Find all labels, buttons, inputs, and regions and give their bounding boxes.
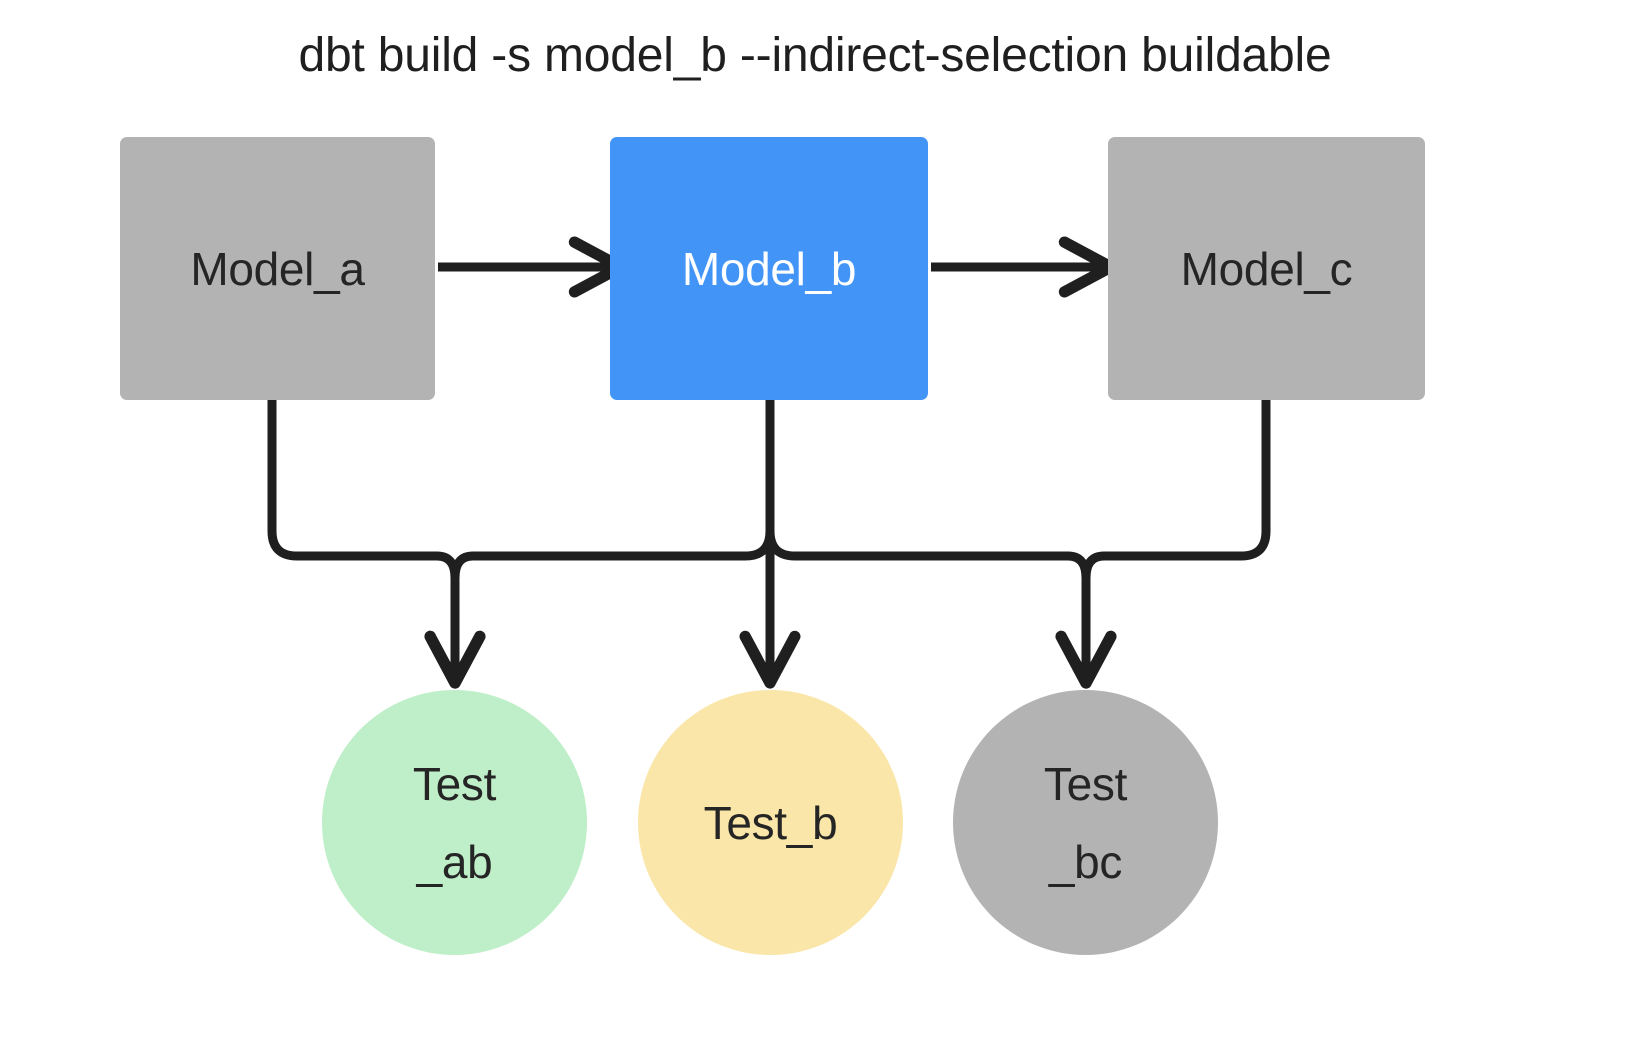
node-test-bc-label: Test _bc — [1043, 757, 1128, 888]
node-model-c[interactable]: Model_c — [1108, 137, 1425, 400]
node-test-b-label: Test_b — [703, 796, 838, 849]
node-model-a-label: Model_a — [190, 242, 365, 295]
diagram-title: dbt build -s model_b --indirect-selectio… — [298, 29, 1332, 82]
node-test-b[interactable]: Test_b — [638, 690, 903, 955]
edge-model-c-to-test-bc — [1055, 400, 1271, 689]
edge-model-b-to-test-bc — [765, 400, 1117, 689]
node-test-bc[interactable]: Test _bc — [953, 690, 1218, 955]
edge-model-a-to-test-ab — [267, 400, 486, 689]
node-test-ab[interactable]: Test _ab — [322, 690, 587, 955]
node-model-b-label: Model_b — [681, 242, 857, 295]
node-model-c-label: Model_c — [1180, 242, 1353, 295]
node-test-ab-label: Test _ab — [412, 757, 497, 888]
node-model-a[interactable]: Model_a — [120, 137, 435, 400]
edge-model-b-to-test-ab — [424, 400, 775, 689]
node-model-b[interactable]: Model_b — [610, 137, 928, 400]
